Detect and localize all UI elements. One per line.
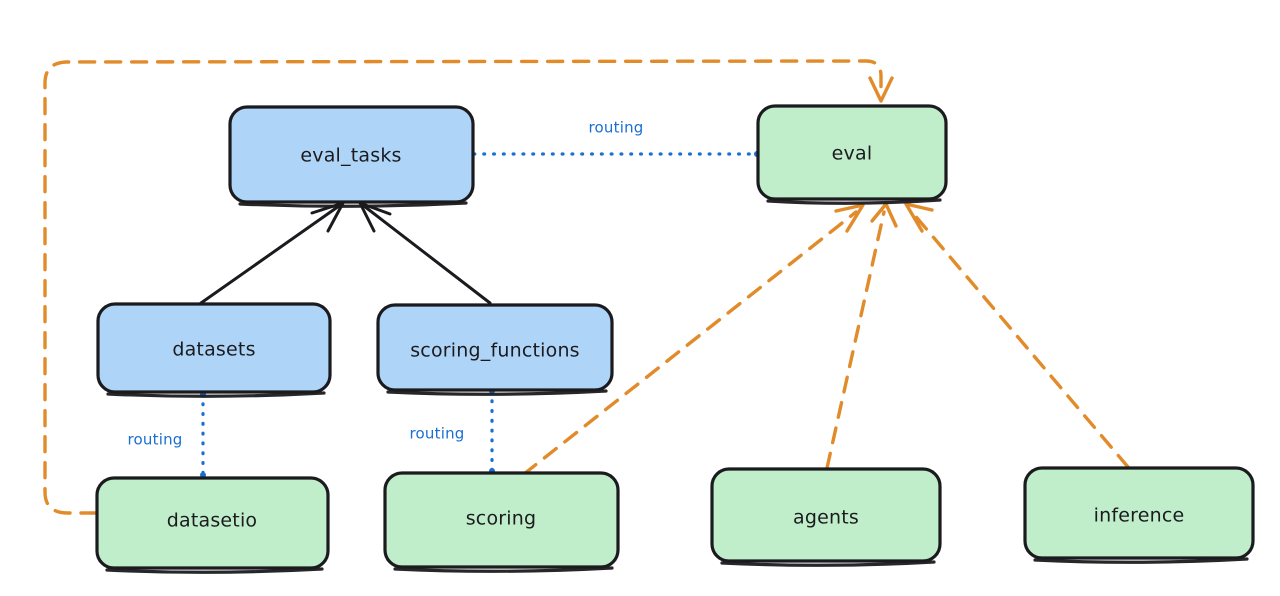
node-eval_tasks[interactable]: eval_tasks <box>228 105 475 208</box>
node-label-scoring_functions: scoring_functions <box>410 340 580 362</box>
edge-label-datasets-routing: routing <box>128 431 183 449</box>
node-datasetio[interactable]: datasetio <box>95 476 330 574</box>
node-label-scoring: scoring <box>466 508 537 530</box>
node-label-datasetio: datasetio <box>167 510 258 532</box>
edge-inference-eval <box>904 202 1130 469</box>
edge-label-scoring-routing: routing <box>410 425 465 443</box>
node-label-eval: eval <box>832 143 873 165</box>
node-label-agents: agents <box>793 507 859 529</box>
edge-datasetio-eval <box>43 59 894 515</box>
node-datasets[interactable]: datasets <box>96 302 332 398</box>
node-inference[interactable]: inference <box>1023 466 1255 564</box>
node-label-datasets: datasets <box>172 339 255 361</box>
node-label-inference: inference <box>1094 505 1185 527</box>
node-agents[interactable]: agents <box>710 467 942 567</box>
node-scoring[interactable]: scoring <box>383 471 620 573</box>
node-label-eval_tasks: eval_tasks <box>300 145 401 167</box>
edge-label-eval-routing: routing <box>589 119 644 137</box>
node-eval[interactable]: eval <box>756 104 948 205</box>
edge-scoring-eval <box>522 203 865 476</box>
node-scoring_functions[interactable]: scoring_functions <box>376 303 614 396</box>
